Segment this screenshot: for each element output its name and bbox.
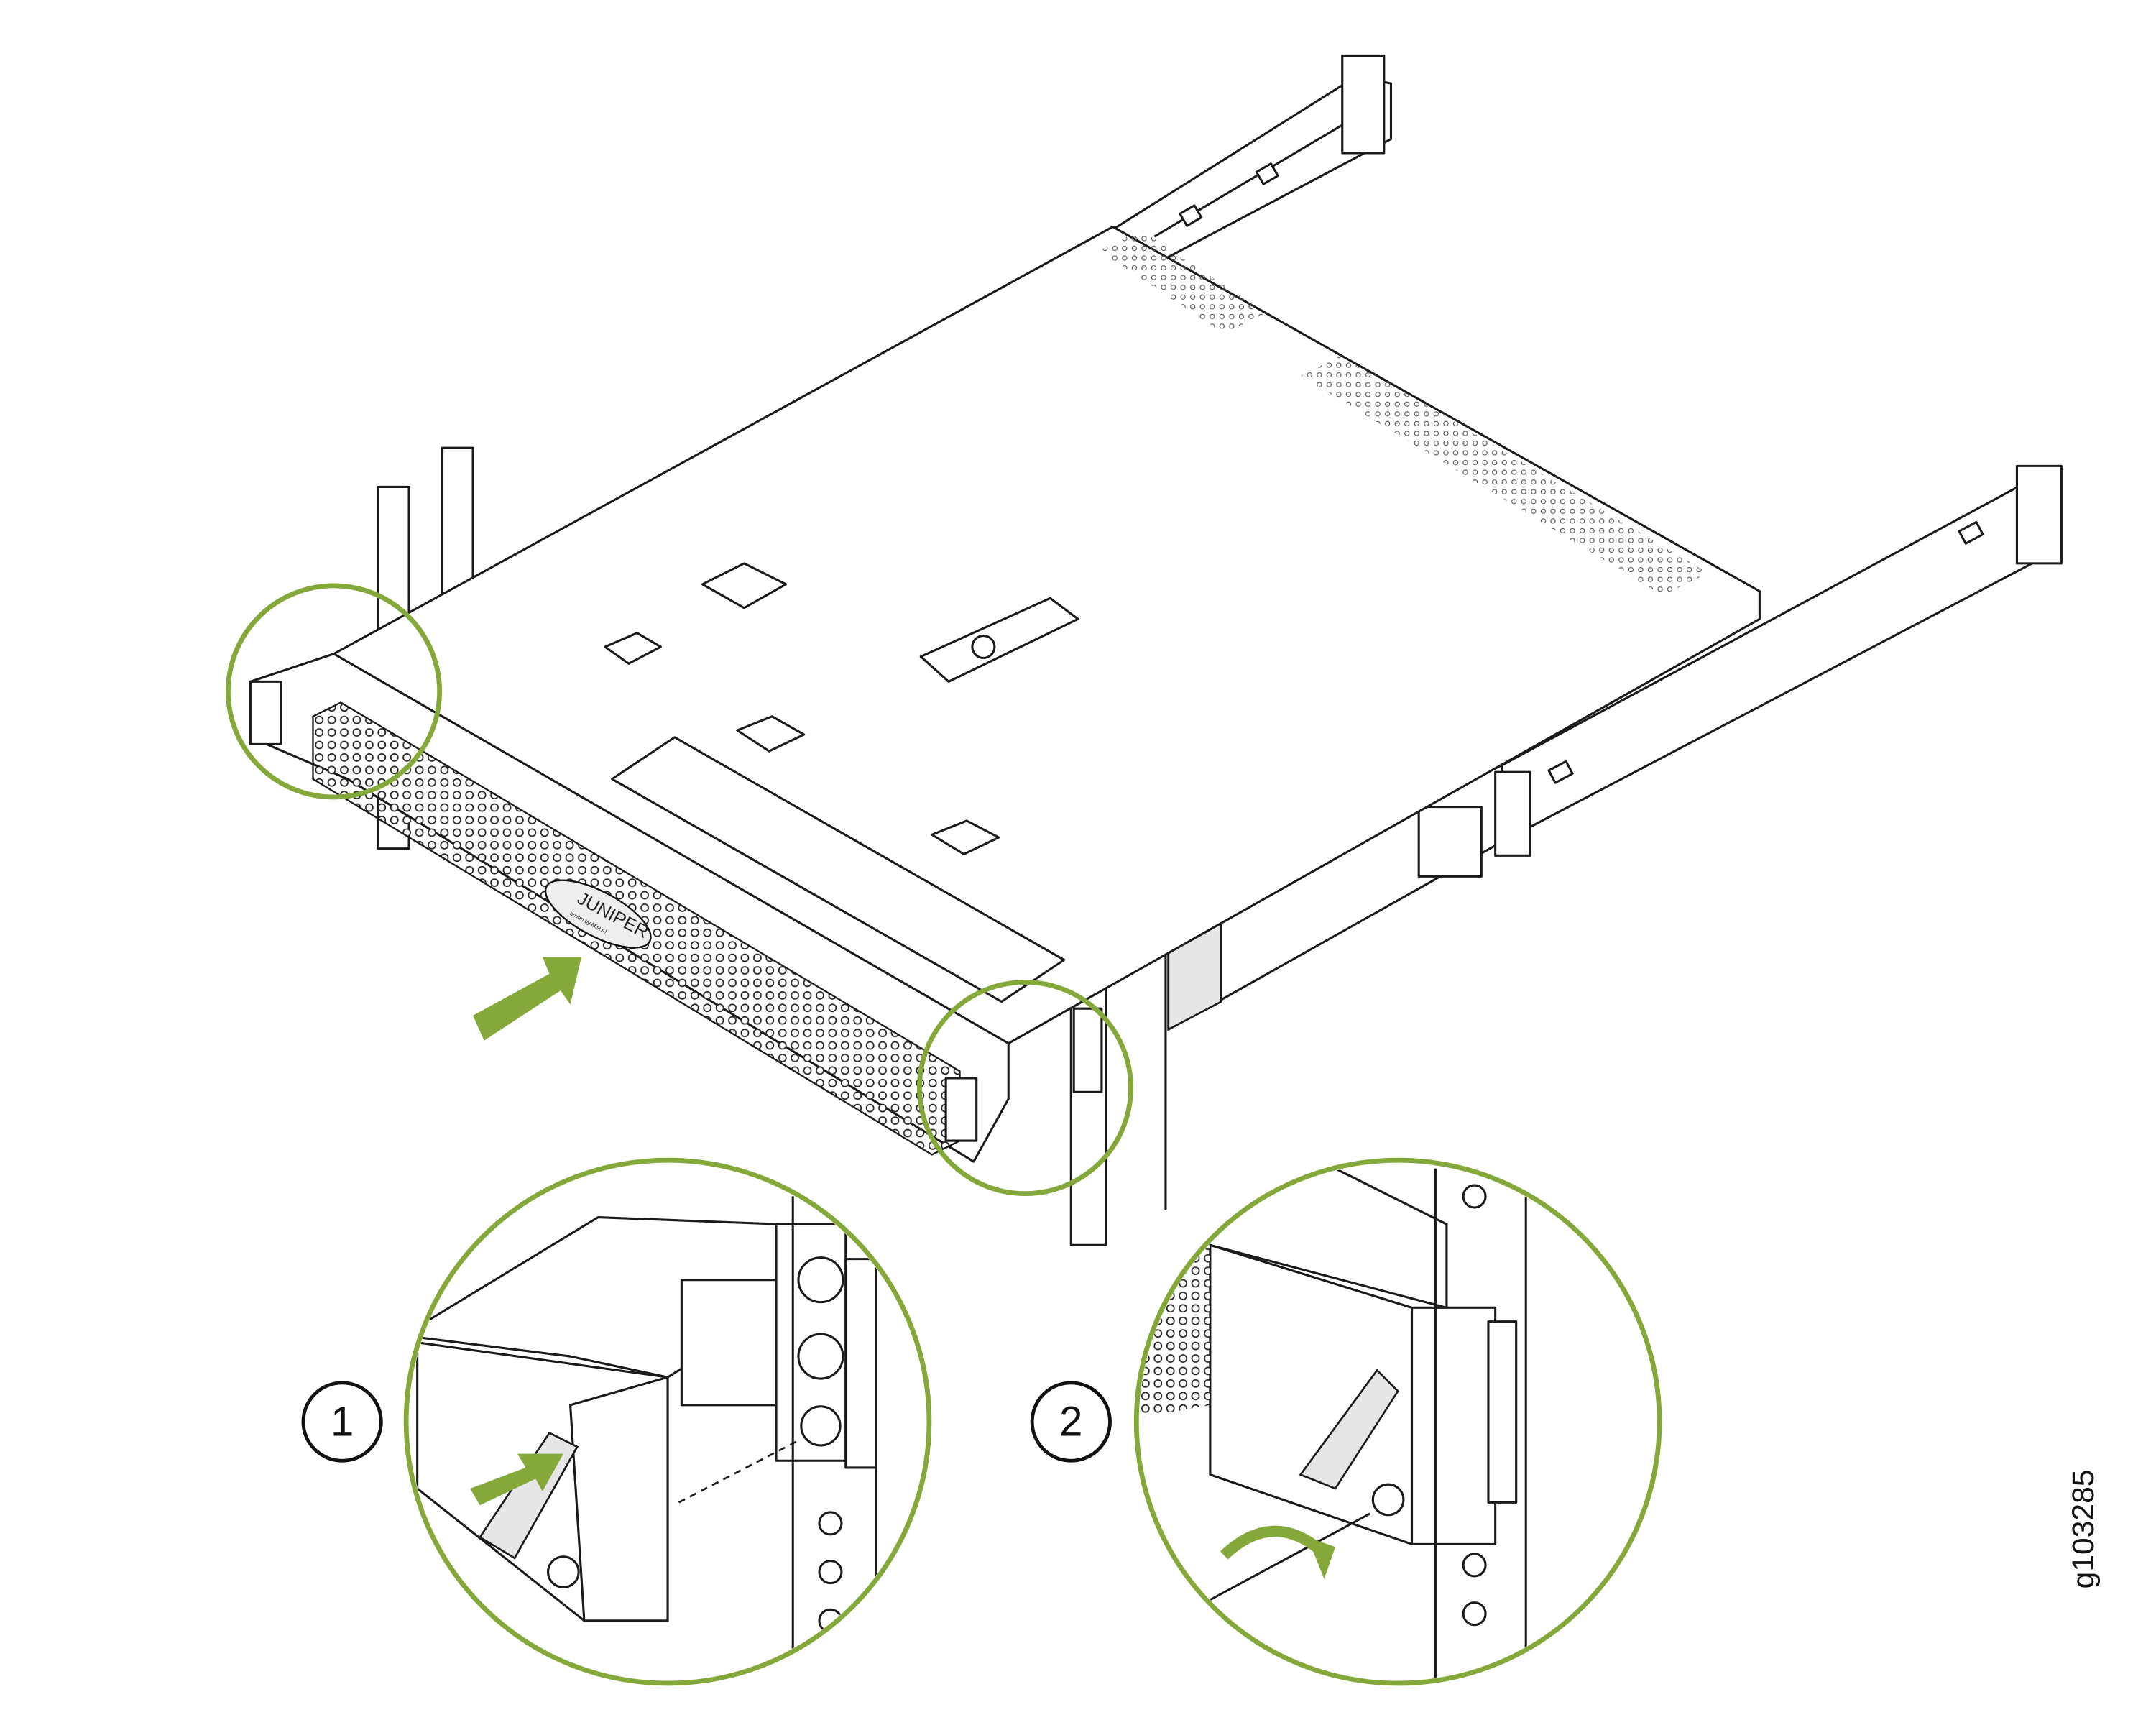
step-1-label: 1 [301,1381,383,1463]
figure-id: g103285 [2066,1470,2101,1589]
rail-right [1167,464,2063,1031]
step-number: 1 [331,1399,354,1445]
step-2-label: 2 [1030,1381,1112,1463]
router-chassis: JUNIPER driven by Mist AI [249,225,1761,1163]
detail-view-2 [1133,1157,1662,1686]
rear-rail-left [1111,54,1393,266]
detail-view-1 [403,1157,932,1686]
callout-left-ear [226,583,442,800]
step-number: 2 [1059,1399,1082,1445]
insert-direction-arrow [473,957,582,1041]
callout-right-ear [916,980,1133,1197]
